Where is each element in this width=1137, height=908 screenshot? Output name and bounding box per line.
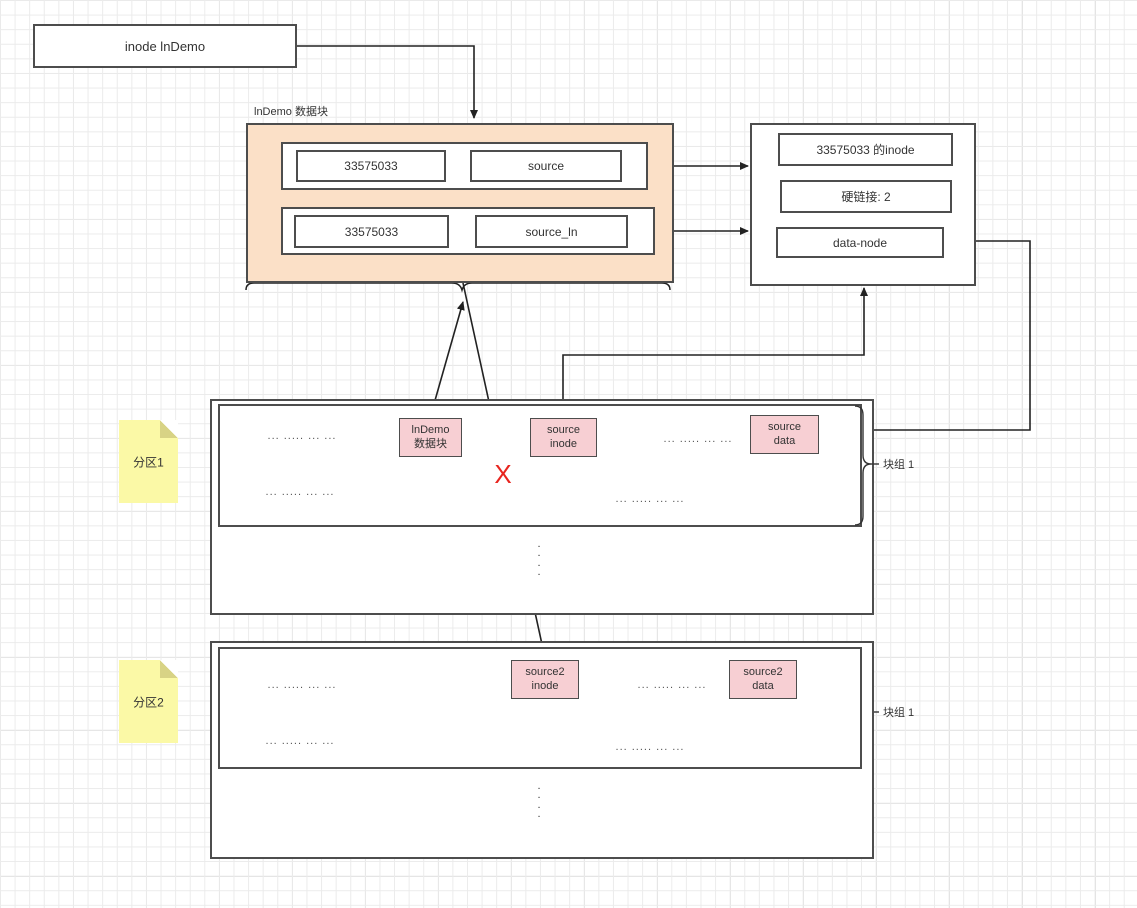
partition-1-filler-3: ... ..... ... ... [615, 493, 685, 505]
partition-2-group-label: 块组 1 [883, 707, 915, 719]
note-fold-icon [160, 420, 178, 438]
note-fold-icon [160, 660, 178, 678]
invalid-link-marker-1: X [494, 458, 512, 489]
block-source-inode[interactable]: source inode [530, 418, 597, 457]
dir-block-brace [245, 282, 671, 293]
partition-2-label: 分区2 [133, 695, 164, 709]
inode-lndemo-box[interactable]: inode lnDemo [33, 24, 297, 68]
block-source2-data[interactable]: source2 data [729, 660, 797, 699]
dir-entry-2-name: source_ln [475, 215, 628, 248]
hardlink-count-row: 硬链接: 2 [780, 180, 952, 213]
partition-2-filler-3: ... ..... ... ... [615, 741, 685, 753]
partition-1-group-label: 块组 1 [883, 459, 915, 471]
data-node-row[interactable]: data-node [776, 227, 944, 258]
block-lndemo-data[interactable]: lnDemo 数据块 [399, 418, 462, 457]
dir-entry-1-inode: 33575033 [296, 150, 446, 182]
dir-entry-2-inode: 33575033 [294, 215, 449, 248]
partition-2-note: 分区2 [119, 660, 178, 743]
partition-2-filler-2: ... ..... ... ... [265, 735, 335, 747]
inode-number-row: 33575033 的inode [778, 133, 953, 166]
partition-2-filler-mid: ... ..... ... ... [637, 679, 707, 691]
partition-1-vertical-dots: .. .. [537, 538, 541, 578]
partition-1-filler-2: ... ..... ... ... [265, 486, 335, 498]
dir-entry-1-name: source [470, 150, 622, 182]
partition-1-label: 分区1 [133, 455, 164, 469]
partition-1-filler-1: ... ..... ... ... [267, 430, 337, 442]
dir-block-caption: lnDemo 数据块 [254, 106, 328, 118]
block-source-data[interactable]: source data [750, 415, 819, 454]
partition-2-filler-1: ... ..... ... ... [267, 679, 337, 691]
inode-lndemo-label: inode lnDemo [124, 38, 206, 54]
partition-1-note: 分区1 [119, 420, 178, 503]
partition-2-vertical-dots: .. .. [537, 780, 541, 820]
block-source2-inode[interactable]: source2 inode [511, 660, 579, 699]
partition-1-filler-mid: ... ..... ... ... [663, 433, 733, 445]
